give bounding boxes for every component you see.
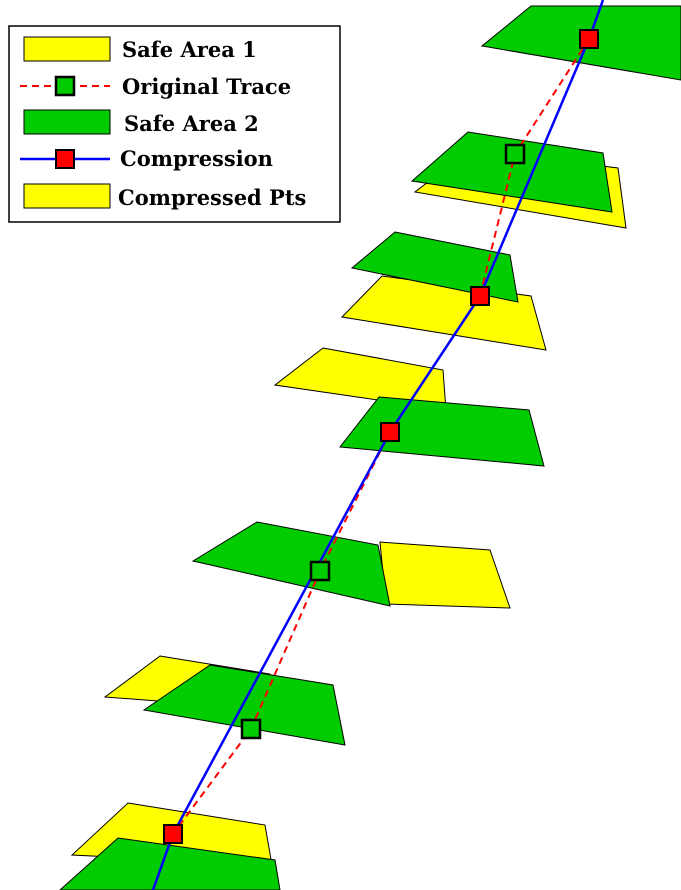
legend-original-trace-label: Original Trace [122,74,291,99]
original-point-marker [240,718,262,740]
legend-safe-area-1-label: Safe Area 1 [122,37,257,62]
legend-safe-area-1-swatch [23,36,111,62]
legend-compression-marker [55,149,75,169]
original-trace-markers [240,143,526,740]
safe-area-2-patch-4 [339,396,545,467]
original-point-marker [504,143,526,165]
legend-original-trace-marker [54,75,76,97]
compressed-point-marker [470,286,490,306]
safe-areas [59,5,681,890]
legend-safe-area-2-swatch [23,109,111,135]
safe-area-2-patch-2 [410,131,613,213]
original-point-marker [309,560,331,582]
legend-safe-area-2-label: Safe Area 2 [124,111,259,136]
safe-area-2-patch-6 [142,664,346,746]
legend-compressed-pts-swatch [23,183,111,209]
safe-area-2-patch-3 [350,231,519,303]
compressed-point-markers [163,29,599,844]
safe-area-2-patch-5 [191,521,391,607]
legend-compressed-pts-label: Compressed Pts [118,185,306,210]
legend-compression-label: Compression [120,146,273,171]
compressed-point-marker [380,422,400,442]
safe-area-1-patch-5 [379,541,511,609]
safe-area-2-patch-7 [59,837,281,890]
compressed-point-marker [579,29,599,49]
compressed-point-marker [163,824,183,844]
legend: Safe Area 1 Original Trace Safe Area 2 C… [8,25,341,223]
